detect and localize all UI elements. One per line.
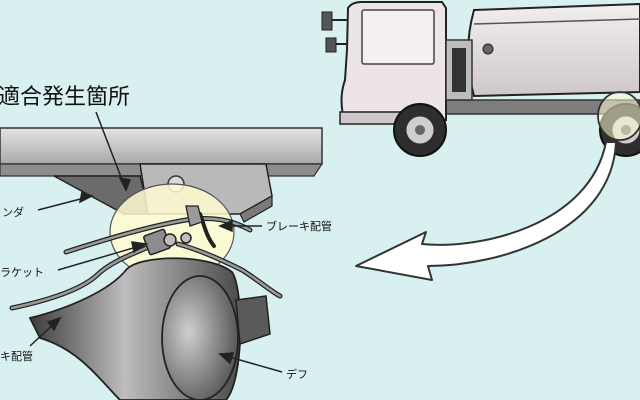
label-bracket: ラケット	[0, 266, 44, 279]
label-brake-pipe-left: キ配管	[0, 349, 33, 363]
pipe-bracket	[143, 205, 203, 256]
label-differential: デフ	[286, 367, 308, 381]
front-wheel	[393, 103, 447, 157]
leader-lines	[29, 111, 283, 373]
label-cylinder: ンダ	[2, 205, 24, 219]
differential-housing	[28, 257, 271, 400]
zoom-arrow-icon	[355, 141, 617, 281]
truck-illustration	[321, 0, 640, 157]
mirror-icon	[321, 11, 348, 53]
zoom-marker	[597, 91, 640, 141]
diagram-title: 適合発生箇所	[0, 85, 130, 110]
truck-tank	[467, 2, 640, 98]
brake-pipe	[9, 212, 283, 311]
truck-window	[361, 9, 435, 65]
tank-cap	[482, 43, 494, 55]
label-brake-pipe-right: ブレーキ配管	[266, 219, 332, 233]
